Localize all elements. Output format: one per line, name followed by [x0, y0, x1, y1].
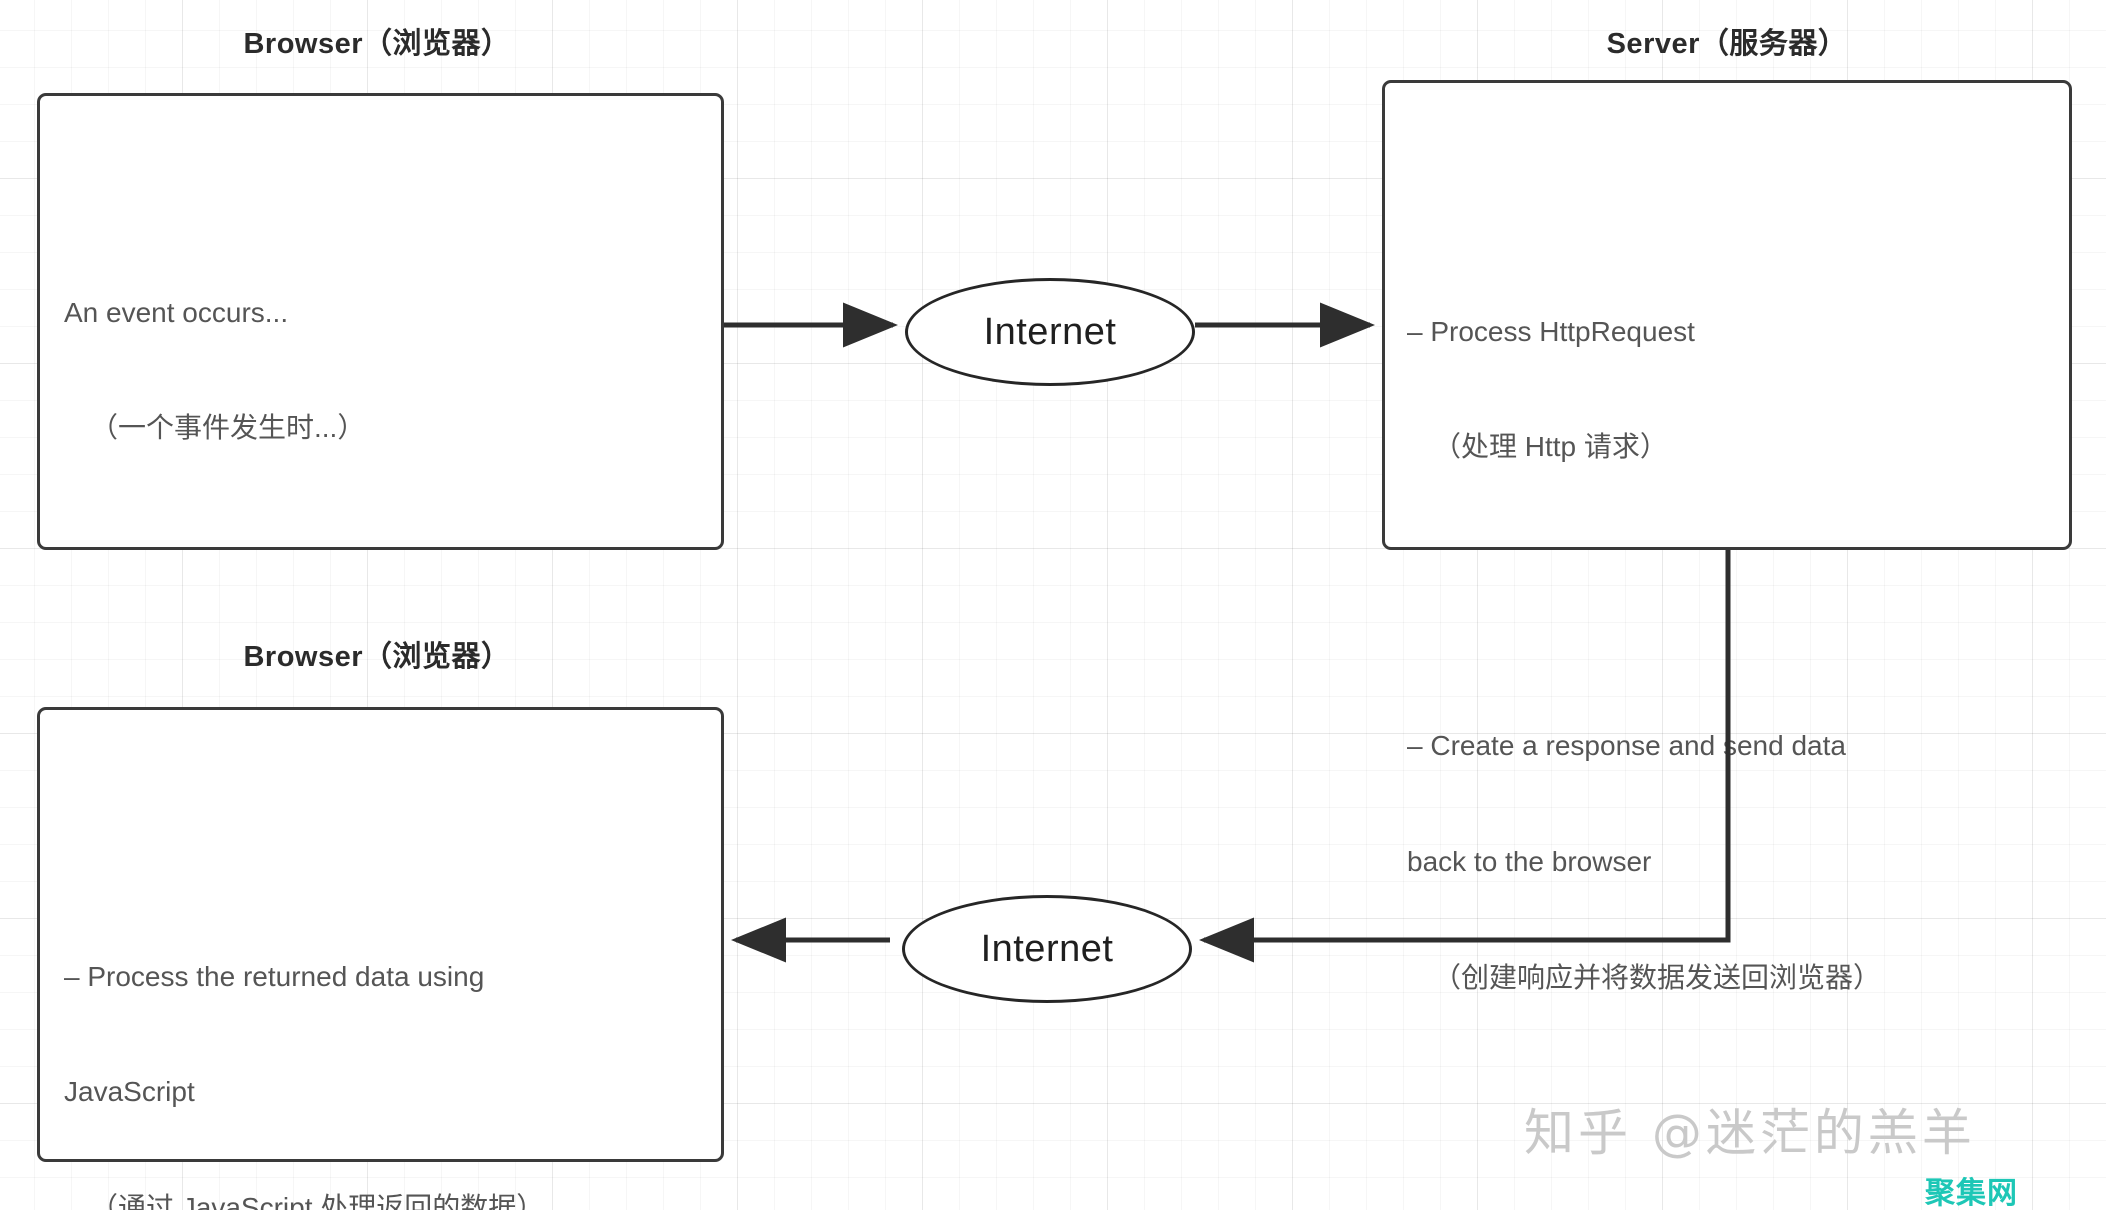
browser-request-box[interactable]: An event occurs... （一个事件发生时...） – Create… — [37, 93, 724, 1156]
server-step-1: – Process HttpRequest （处理 Http 请求） — [1407, 235, 2057, 544]
server-process-text: – Process HttpRequest （处理 Http 请求） – Cre… — [1407, 158, 2057, 1152]
zhihu-watermark: 知乎 @迷茫的羔羊 — [1524, 1104, 1976, 1162]
step-text-en: – Create a response and send data — [1407, 729, 1846, 761]
step-text-zh: （创建响应并将数据发送回浏览器） — [1433, 961, 1882, 993]
step-text-en: – Process the returned data using — [64, 960, 485, 992]
internet-label: Internet — [983, 310, 1117, 353]
browser-response-text: – Process the returned data using JavaSc… — [64, 803, 704, 1210]
internet-node-top[interactable]: Internet — [905, 278, 1195, 386]
server-step-2: – Create a response and send data back t… — [1407, 650, 2057, 1075]
lane-title-browser-bottom: Browser（浏览器） — [243, 641, 511, 673]
internet-node-bottom[interactable]: Internet — [902, 895, 1192, 1003]
browser-response-step-1: – Process the returned data using JavaSc… — [64, 880, 704, 1210]
browser-request-step-1: An event occurs... （一个事件发生时...） — [64, 216, 704, 525]
lane-title-browser-top: Browser（浏览器） — [243, 28, 511, 60]
internet-label: Internet — [980, 927, 1114, 970]
browser-response-box[interactable]: – Process the returned data using JavaSc… — [37, 707, 724, 1210]
server-process-box[interactable]: – Process HttpRequest （处理 Http 请求） – Cre… — [1382, 80, 2072, 993]
step-text-zh: （通过 JavaScript 处理返回的数据） — [90, 1192, 545, 1210]
step-text-en: – Process HttpRequest — [1407, 315, 1695, 347]
step-text-en: An event occurs... — [64, 296, 289, 328]
step-text-en-cont: back to the browser — [1407, 845, 1652, 877]
step-text-en-cont: JavaScript — [64, 1076, 195, 1108]
lane-title-server: Server（服务器） — [1606, 28, 1848, 60]
step-text-zh: （处理 Http 请求） — [1433, 431, 1668, 463]
site-watermark: 聚集网 — [1925, 1176, 2018, 1210]
step-text-zh: （一个事件发生时...） — [90, 412, 366, 444]
